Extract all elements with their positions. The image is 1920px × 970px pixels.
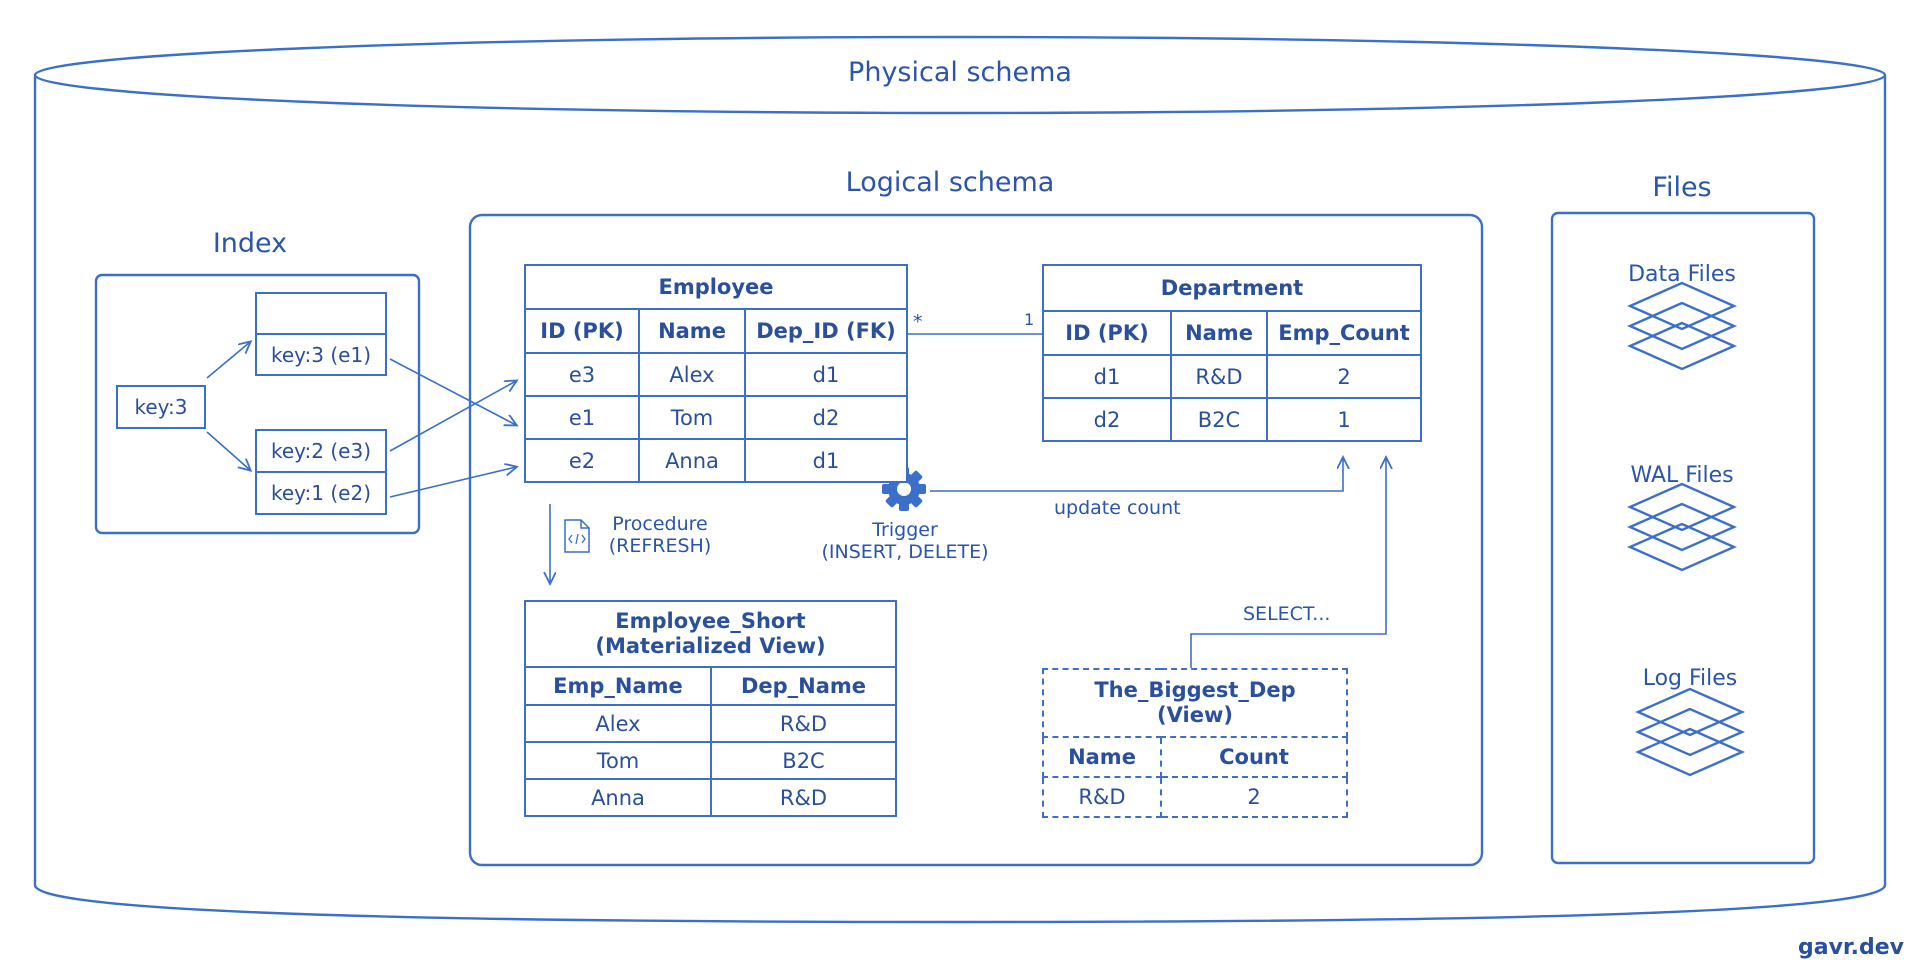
index-leaf-bottom-key-1: key:1 (e2) (255, 471, 387, 515)
materialized-view-title-line2: (Materialized View) (595, 634, 826, 658)
materialized-view-cell: R&D (710, 778, 897, 817)
relation-one-label: 1 (1024, 310, 1035, 329)
department-cell: 1 (1266, 397, 1422, 442)
index-leaf-top-key: key:3 (e1) (255, 333, 387, 376)
employee-cell: e1 (524, 395, 640, 440)
files-item-data: Data Files (1628, 262, 1736, 287)
employee-table: Employee ID (PK) Name Dep_ID (FK) e3 Ale… (524, 264, 908, 483)
employee-cell: Alex (638, 352, 746, 397)
employee-header-dep-id: Dep_ID (FK) (744, 308, 908, 354)
log-files-layers-icon (1635, 687, 1745, 777)
select-query-label: SELECT... (1243, 603, 1331, 625)
relation-many-label: * (913, 311, 923, 333)
materialized-view-table: Employee_Short (Materialized View) Emp_N… (524, 600, 897, 817)
table-row: Tom B2C (524, 741, 897, 780)
procedure-label-line2: (REFRESH) (608, 535, 712, 557)
materialized-view-cell: Tom (524, 741, 712, 780)
index-leaf-top-empty (255, 292, 387, 335)
index-root-key: key:3 (116, 385, 206, 429)
table-row: e3 Alex d1 (524, 352, 908, 397)
department-cell: d2 (1042, 397, 1172, 442)
view-cell: 2 (1160, 776, 1348, 818)
department-cell: R&D (1170, 354, 1268, 399)
table-row: e1 Tom d2 (524, 395, 908, 440)
physical-schema-cylinder (33, 35, 1887, 924)
trigger-label-line1: Trigger (872, 519, 938, 541)
department-header-name: Name (1170, 310, 1268, 356)
select-arrow (1190, 458, 1386, 668)
employee-cell: Tom (638, 395, 746, 440)
trigger-update-arrow (930, 458, 1343, 492)
department-table-title: Department (1042, 264, 1422, 312)
view-title-line1: The_Biggest_Dep (1094, 678, 1296, 702)
materialized-view-header-emp-name: Emp_Name (524, 666, 712, 706)
department-header-emp-count: Emp_Count (1266, 310, 1422, 356)
files-title: Files (1652, 172, 1712, 203)
procedure-label: Procedure (REFRESH) (600, 513, 720, 557)
trigger-label-line2: (INSERT, DELETE) (821, 541, 989, 563)
table-row: Alex R&D (524, 704, 897, 743)
index-arrow-e3 (389, 381, 516, 452)
employee-cell: e3 (524, 352, 640, 397)
data-files-layers-icon (1627, 281, 1737, 371)
index-arrow-root-to-bottom (206, 431, 250, 470)
logical-schema-title: Logical schema (845, 167, 1055, 198)
view-title: The_Biggest_Dep (View) (1042, 668, 1348, 738)
materialized-view-cell: Alex (524, 704, 712, 743)
employee-cell: d1 (744, 352, 908, 397)
materialized-view-title-line1: Employee_Short (615, 609, 806, 633)
brand-watermark: gavr.dev (1797, 935, 1904, 960)
code-file-icon (564, 519, 590, 553)
employee-header-id: ID (PK) (524, 308, 640, 354)
department-table: Department ID (PK) Name Emp_Count d1 R&D… (1042, 264, 1422, 442)
department-cell: 2 (1266, 354, 1422, 399)
index-arrow-e2 (389, 467, 516, 498)
employee-cell: d1 (744, 438, 908, 483)
index-leaf-bottom-key-2: key:2 (e3) (255, 429, 387, 473)
trigger-label: Trigger (INSERT, DELETE) (810, 519, 1000, 563)
table-row: Anna R&D (524, 778, 897, 817)
logical-schema-container (468, 213, 1484, 867)
materialized-view-header-dep-name: Dep_Name (710, 666, 897, 706)
materialized-view-cell: R&D (710, 704, 897, 743)
trigger-action-label: update count (1054, 497, 1181, 519)
table-row: d2 B2C 1 (1042, 397, 1422, 442)
view-header-name: Name (1042, 736, 1162, 778)
department-header-id: ID (PK) (1042, 310, 1172, 356)
table-row: e2 Anna d1 (524, 438, 908, 483)
employee-table-title: Employee (524, 264, 908, 310)
index-arrow-root-to-top (206, 342, 250, 379)
view-cell: R&D (1042, 776, 1162, 818)
view-title-line2: (View) (1157, 703, 1233, 727)
index-container (94, 273, 421, 535)
index-arrow-e1 (389, 358, 516, 425)
department-cell: B2C (1170, 397, 1268, 442)
files-item-log: Log Files (1642, 666, 1738, 691)
view-table: The_Biggest_Dep (View) Name Count R&D 2 (1042, 668, 1348, 818)
employee-cell: Anna (638, 438, 746, 483)
procedure-label-line1: Procedure (612, 513, 708, 535)
employee-header-name: Name (638, 308, 746, 354)
materialized-view-cell: Anna (524, 778, 712, 817)
table-row: d1 R&D 2 (1042, 354, 1422, 399)
files-container (1550, 211, 1816, 865)
table-row: R&D 2 (1042, 776, 1348, 818)
materialized-view-title: Employee_Short (Materialized View) (524, 600, 897, 668)
department-cell: d1 (1042, 354, 1172, 399)
wal-files-layers-icon (1627, 482, 1737, 572)
view-header-count: Count (1160, 736, 1348, 778)
employee-cell: e2 (524, 438, 640, 483)
files-item-wal: WAL Files (1630, 463, 1734, 488)
physical-schema-title: Physical schema (848, 57, 1072, 88)
employee-cell: d2 (744, 395, 908, 440)
materialized-view-cell: B2C (710, 741, 897, 780)
index-title: Index (212, 228, 288, 259)
